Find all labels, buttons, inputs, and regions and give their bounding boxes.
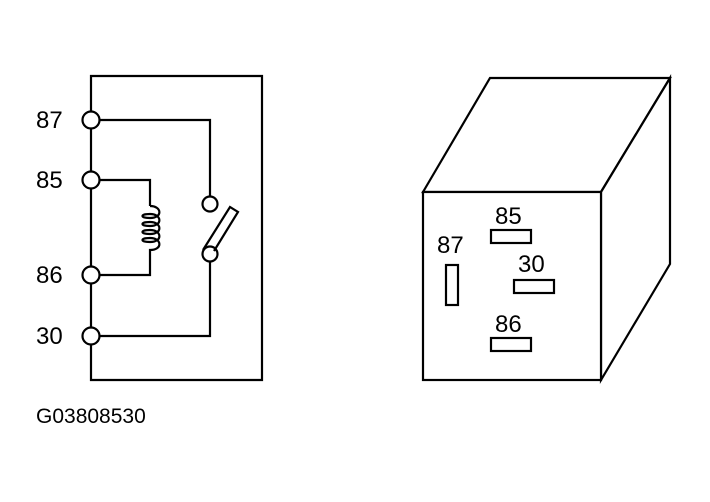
- pin-30-label: 30: [518, 251, 545, 278]
- terminal-87-label: 87: [36, 107, 63, 134]
- relay-schematic: 87 85 86 30: [36, 74, 264, 382]
- wire-30: [91, 262, 212, 338]
- switch-fixed-contact: [201, 195, 219, 213]
- pin-86: [489, 336, 533, 353]
- schematic-housing: [89, 74, 264, 382]
- pin-87-label: 87: [437, 232, 464, 259]
- pin-86-label: 86: [495, 311, 522, 338]
- relay-coil-icon: [141, 204, 161, 255]
- pin-85: [489, 228, 533, 245]
- terminal-87-circle: [81, 110, 101, 130]
- terminal-30-circle: [81, 326, 101, 346]
- terminal-86-label: 86: [36, 262, 63, 289]
- pin-85-label: 85: [495, 203, 522, 230]
- pin-30: [512, 278, 556, 295]
- relay-connector-view: 87 85 30 86: [421, 74, 672, 385]
- terminal-85-circle: [81, 170, 101, 190]
- switch-blade: [202, 205, 240, 252]
- wire-86-coil: [91, 255, 152, 277]
- wire-85-coil: [91, 178, 152, 206]
- figure-id: G03808530: [36, 405, 146, 428]
- terminal-85-label: 85: [36, 167, 63, 194]
- terminal-30-label: 30: [36, 323, 63, 350]
- wire-87: [91, 118, 212, 196]
- terminal-86-circle: [81, 265, 101, 285]
- pin-87: [444, 263, 460, 307]
